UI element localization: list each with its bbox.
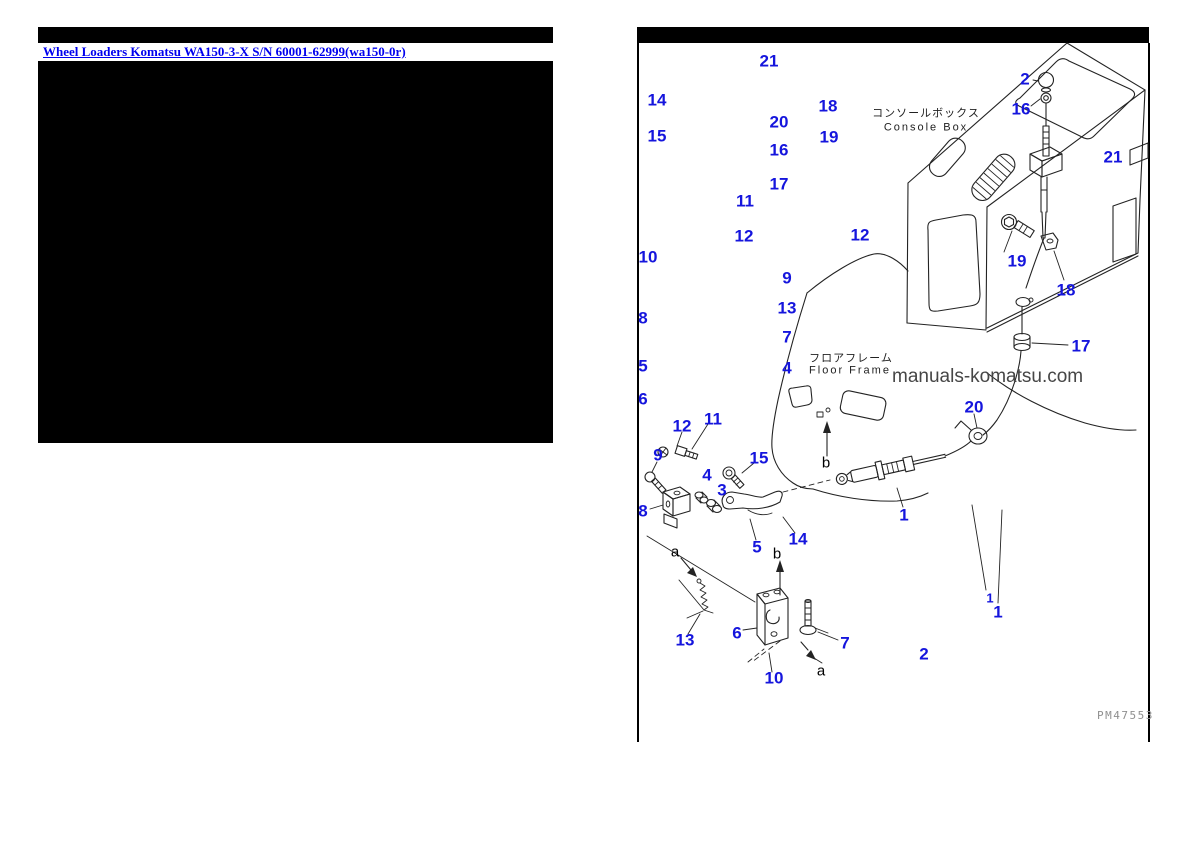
cable-assembly-drawing xyxy=(782,420,1003,604)
part-callout-15: 15 xyxy=(749,448,769,468)
part-callout-16: 16 xyxy=(1011,99,1031,119)
part-callout-2: 2 xyxy=(1020,69,1030,89)
floor-frame-caption-en: Floor Frame xyxy=(809,364,891,377)
part-callout-16: 16 xyxy=(769,140,789,160)
part-callout-12: 12 xyxy=(734,226,754,246)
part-callout-19: 19 xyxy=(819,127,839,147)
part-callout-20: 20 xyxy=(964,397,984,417)
part-callout-13: 13 xyxy=(777,298,797,318)
diagram-left-border xyxy=(637,43,639,742)
part-callout-4: 4 xyxy=(702,465,712,485)
part-callout-11: 11 xyxy=(704,409,722,429)
part-callout-14: 14 xyxy=(647,90,667,110)
watermark: manuals-komatsu.com xyxy=(892,366,1084,387)
part-callout-10: 10 xyxy=(764,668,784,688)
view-letter-b: b xyxy=(821,454,831,472)
link-band: Wheel Loaders Komatsu WA150-3-X S/N 6000… xyxy=(38,43,553,61)
part-callout-11: 11 xyxy=(736,191,754,211)
reference-arrows xyxy=(680,407,831,664)
view-letter-a: a xyxy=(816,662,826,680)
part-callout-3: 3 xyxy=(717,480,727,500)
part-callout-21: 21 xyxy=(1103,147,1123,167)
part-callout-17: 17 xyxy=(769,174,789,194)
part-callout-7: 7 xyxy=(840,633,850,653)
floor-frame-caption-jp: フロアフレーム xyxy=(809,352,893,365)
view-letter-a: a xyxy=(670,543,680,561)
small-parts-drawing xyxy=(644,423,839,673)
drawing-number: PM47553 xyxy=(1097,709,1154,722)
part-callout-15: 15 xyxy=(647,126,667,146)
part-callout-9: 9 xyxy=(653,445,663,465)
part-callout-18: 18 xyxy=(1056,280,1076,300)
part-callout-9: 9 xyxy=(782,268,792,288)
part-callout-4: 4 xyxy=(782,358,792,378)
part-callout-8: 8 xyxy=(638,501,648,521)
part-callout-14: 14 xyxy=(788,529,808,549)
lever-assembly-drawing xyxy=(973,71,1069,436)
part-callout-8: 8 xyxy=(638,308,648,328)
part-callout-5: 5 xyxy=(752,537,762,557)
part-callout-12: 12 xyxy=(672,416,692,436)
part-callout-19: 19 xyxy=(1007,251,1027,271)
hatched-slot xyxy=(971,153,1016,202)
part-callout-2: 2 xyxy=(919,644,929,664)
part-callout-1: 1 xyxy=(986,590,994,606)
part-callout-6: 6 xyxy=(638,389,648,409)
console-box-caption-jp: コンソールボックス xyxy=(872,107,980,120)
console-box-drawing xyxy=(906,42,1149,333)
part-callout-13: 13 xyxy=(675,630,695,650)
part-callout-17: 17 xyxy=(1071,336,1091,356)
console-box-caption-en: Console Box xyxy=(883,121,969,134)
diagram-top-bar xyxy=(637,27,1149,43)
part-callout-1: 1 xyxy=(899,505,909,525)
part-callout-1: 1 xyxy=(993,602,1003,622)
part-callout-12: 12 xyxy=(850,225,870,245)
part-callout-7: 7 xyxy=(782,327,792,347)
left-black-panel xyxy=(38,61,553,443)
floor-frame-outline xyxy=(771,253,1137,502)
part-callout-21: 21 xyxy=(759,51,779,71)
left-panel-top-bar xyxy=(38,27,553,43)
part-callout-6: 6 xyxy=(732,623,742,643)
model-link[interactable]: Wheel Loaders Komatsu WA150-3-X S/N 6000… xyxy=(43,44,406,59)
part-callout-18: 18 xyxy=(818,96,838,116)
view-letter-b: b xyxy=(772,545,782,563)
diagram-right-border xyxy=(1148,43,1150,742)
part-callout-20: 20 xyxy=(769,112,789,132)
part-callout-10: 10 xyxy=(638,247,658,267)
part-callout-5: 5 xyxy=(638,356,648,376)
